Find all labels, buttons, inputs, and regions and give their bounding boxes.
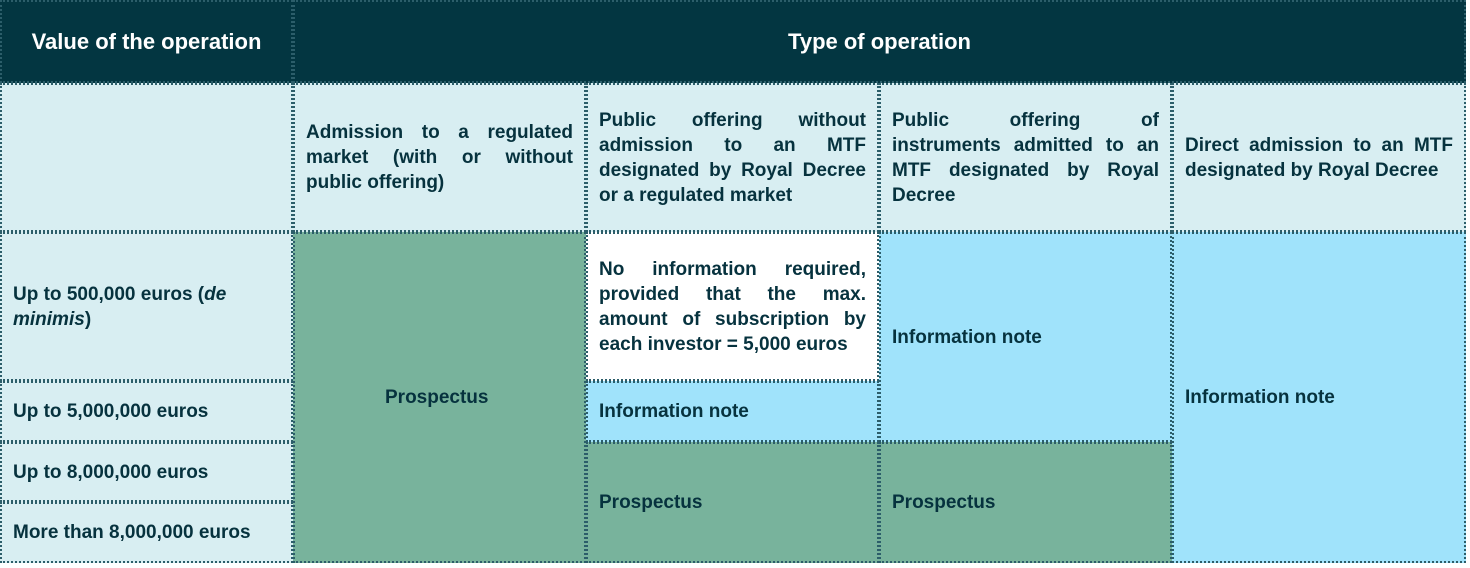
row-label-more-than-8000000-text: More than 8,000,000 euros (13, 522, 251, 543)
header-type-of-operation: Type of operation (293, 0, 1466, 83)
row-label-up-to-5000000: Up to 5,000,000 euros (0, 381, 293, 442)
col-header-public-offering-without-admission-label: Public offering without admission to an … (599, 109, 866, 206)
col-header-admission-regulated: Admission to a regulated market (with or… (293, 83, 586, 232)
col-header-public-offering-without-admission: Public offering without admission to an … (586, 83, 879, 232)
col-header-public-offering-admitted-mtf: Public offering of instruments admitted … (879, 83, 1172, 232)
cell-prospectus-public-without-text: Prospectus (599, 492, 703, 513)
cell-info-note-public-admitted-text: Information note (892, 326, 1042, 348)
row-label-more-than-8000000: More than 8,000,000 euros (0, 502, 293, 563)
cell-info-note-public-without-text: Information note (599, 401, 749, 422)
header-type-label: Type of operation (788, 28, 971, 54)
col-header-admission-regulated-label: Admission to a regulated market (with or… (306, 122, 573, 193)
cell-prospectus-public-without: Prospectus (586, 442, 879, 563)
cell-no-information-required: No information required, provided that t… (586, 232, 879, 381)
header-value-of-operation: Value of the operation (0, 0, 293, 83)
row-label-up-to-500000: Up to 500,000 euros (de minimis) (0, 232, 293, 381)
cell-info-note-public-admitted: Information note (879, 232, 1172, 442)
header-value-label: Value of the operation (31, 28, 262, 54)
row-label-up-to-8000000: Up to 8,000,000 euros (0, 442, 293, 502)
cell-info-note-public-without: Information note (586, 381, 879, 442)
col-header-public-offering-admitted-mtf-label: Public offering of instruments admitted … (892, 109, 1159, 206)
cell-prospectus-regulated-text: Prospectus (385, 387, 489, 408)
row-label-up-to-8000000-text: Up to 8,000,000 euros (13, 461, 209, 483)
cell-info-note-direct: Information note (1172, 232, 1466, 563)
cell-info-note-direct-text: Information note (1185, 387, 1335, 408)
cell-prospectus-public-admitted-text: Prospectus (892, 492, 996, 513)
col-header-direct-admission-mtf-label: Direct admission to an MTF designated by… (1185, 134, 1453, 181)
row-label-prefix: Up to 500,000 euros ( (13, 283, 205, 305)
cell-prospectus-public-admitted: Prospectus (879, 442, 1172, 563)
empty-corner-cell (0, 83, 293, 232)
row-label-suffix: ) (84, 308, 92, 330)
row-label-up-to-5000000-text: Up to 5,000,000 euros (13, 401, 209, 422)
cell-no-information-required-text: No information required, provided that t… (599, 258, 866, 355)
row-label-italic: de minimis (13, 283, 227, 330)
row-label-up-to-500000-text: Up to 500,000 euros (de minimis) (13, 282, 280, 332)
cell-prospectus-regulated: Prospectus (293, 232, 586, 563)
col-header-direct-admission-mtf: Direct admission to an MTF designated by… (1172, 83, 1466, 232)
